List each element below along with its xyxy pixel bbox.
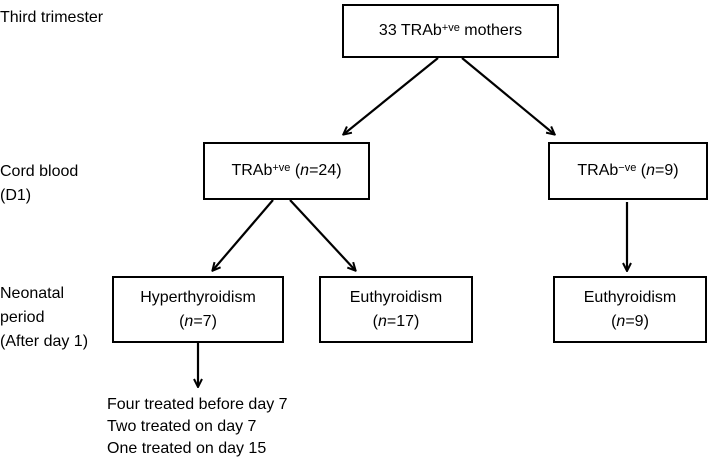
trab-pos-n-var: n <box>300 162 310 179</box>
trab-neg-n-val: =9) <box>655 162 679 179</box>
stage-label-neonatal-period: Neonatal period (After day 1) <box>0 282 88 354</box>
euthyroid-pos-n: (n=17) <box>373 310 420 334</box>
stage-label-neonatal-line3: (After day 1) <box>0 333 89 350</box>
euthyroid-pos-title: Euthyroidism <box>349 288 443 306</box>
hyper-n-val: =7) <box>193 312 217 330</box>
outcome-line: One treated on day 15 <box>107 440 267 457</box>
stage-label-cord-blood-line2: (D1) <box>0 187 32 204</box>
euthyroid-pos-n-open: ( <box>372 312 378 330</box>
trab-neg-sup: −ve <box>618 162 637 174</box>
trab-neg-n-open: ( <box>636 162 647 179</box>
trab-pos-sup: +ve <box>272 162 291 174</box>
hyper-n-open: ( <box>179 312 185 330</box>
trab-neg-n-var: n <box>646 162 656 179</box>
stage-label-third-trimester: Third trimester <box>0 9 104 26</box>
trab-neg-prefix: TRAb <box>577 162 619 179</box>
euthyroid-neg-title: Euthyroidism <box>583 288 677 306</box>
arrow-mothers-to-trab-neg <box>461 57 554 134</box>
euthyroid-pos-n-var: n <box>377 312 387 330</box>
node-euthyroidism-trab-positive: Euthyroidism (n=17) <box>319 276 473 343</box>
euthyroid-neg-n-var: n <box>616 312 626 330</box>
arrow-trab-pos-to-hyper <box>213 199 274 270</box>
node-mothers-text: 33 TRAb+ve mothers <box>379 19 522 43</box>
node-euthyroidism-trab-negative: Euthyroidism (n=9) <box>553 276 707 343</box>
stage-label-neonatal-line2: period <box>0 309 45 326</box>
arrow-trab-pos-to-euthyroid <box>289 199 355 270</box>
node-cord-trab-positive: TRAb+ve (n=24) <box>203 142 370 200</box>
arrow-mothers-to-trab-pos <box>344 57 439 134</box>
node-trab-pos-text: TRAb+ve (n=24) <box>231 159 341 183</box>
treatment-outcomes: Four treated before day 7 Two treated on… <box>107 394 288 460</box>
node-cord-trab-negative: TRAb−ve (n=9) <box>548 142 708 200</box>
node-hyperthyroidism: Hyperthyroidism (n=7) <box>112 276 284 343</box>
euthyroid-neg-n-val: =9) <box>625 312 649 330</box>
stage-label-cord-blood: Cord blood (D1) <box>0 160 78 208</box>
outcome-line: Two treated on day 7 <box>107 418 257 435</box>
node-trab-neg-text: TRAb−ve (n=9) <box>577 159 678 183</box>
trab-pos-n-val: =24) <box>309 162 342 179</box>
trab-pos-n-open: ( <box>290 162 301 179</box>
hyper-n-var: n <box>184 312 194 330</box>
hyper-title: Hyperthyroidism <box>140 288 256 306</box>
euthyroid-pos-n-val: =17) <box>386 312 420 330</box>
trab-pos-prefix: TRAb <box>231 162 273 179</box>
stage-label-neonatal-line1: Neonatal <box>0 285 65 302</box>
node-trab-positive-mothers: 33 TRAb+ve mothers <box>342 4 559 58</box>
mothers-prefix: 33 TRAb <box>378 22 442 39</box>
hyper-n: (n=7) <box>179 310 217 334</box>
euthyroid-neg-n: (n=9) <box>611 310 649 334</box>
mothers-sup: +ve <box>441 22 460 34</box>
mothers-suffix: mothers <box>459 22 523 39</box>
outcome-line: Four treated before day 7 <box>107 396 288 413</box>
stage-label-cord-blood-line1: Cord blood <box>0 163 79 180</box>
euthyroid-neg-n-open: ( <box>611 312 617 330</box>
